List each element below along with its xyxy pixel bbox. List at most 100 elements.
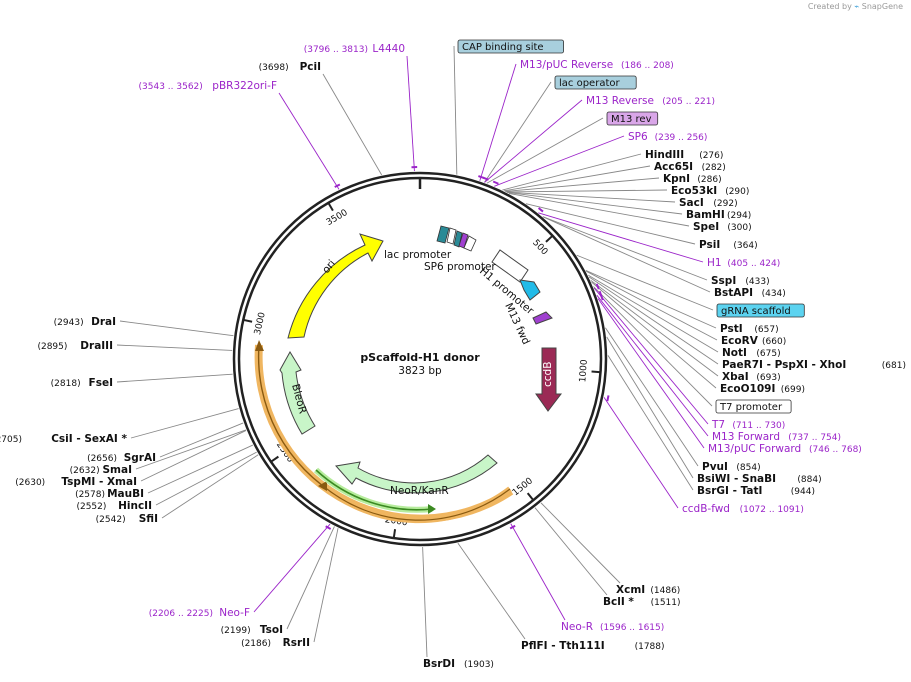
feature-neor-kanr[interactable]: NeoR/KanR [335, 454, 498, 497]
label-position: (1596 .. 1615) [600, 623, 664, 633]
label-position: (2578) [75, 490, 105, 500]
enzyme-psti[interactable]: PstI(657) [720, 323, 779, 335]
enzyme-maubi[interactable]: MauBI(2578) [75, 488, 144, 500]
feature-neo-r[interactable]: Neo-R(1596 .. 1615) [561, 621, 664, 633]
enzyme-saci[interactable]: SacI(292) [679, 197, 738, 209]
tick-1500 [526, 492, 534, 501]
enzyme-paer7i-pspxi-xhoi[interactable]: PaeR7I - PspXI - XhoI(681) [722, 359, 906, 371]
tick-label-3500: 3500 [325, 208, 350, 228]
label-text: M13/pUC Reverse [520, 59, 613, 71]
feature-lac-promoter-cluster[interactable]: lac promoter SP6 promoter [384, 225, 496, 273]
enzyme-tsoi[interactable]: TsoI(2199) [221, 624, 283, 636]
enzyme-rsrii[interactable]: RsrII(2186) [241, 637, 310, 649]
enzyme-sgrai[interactable]: SgrAI(2656) [87, 452, 156, 464]
enzyme-bsrdi[interactable]: BsrDI(1903) [423, 658, 494, 670]
green-primer-arc [313, 467, 436, 514]
label-text: M13/pUC Forward [708, 443, 801, 455]
enzyme-hincii[interactable]: HincII(2552) [76, 500, 152, 512]
enzyme-xbai[interactable]: XbaI(693) [722, 371, 781, 383]
leader-acc65i [503, 165, 651, 192]
enzyme-bamhi[interactable]: BamHI(294) [686, 209, 751, 221]
enzyme-hindiii[interactable]: HindIII(276) [645, 149, 723, 161]
label-position: (699) [781, 385, 805, 395]
box-t7-promoter[interactable]: T7 promoter [715, 399, 792, 414]
feature-neo-f[interactable]: Neo-F(2206 .. 2225) [149, 607, 250, 619]
feature-l4440[interactable]: L4440(3796 .. 3813) [304, 43, 405, 55]
label-sp6-promoter: SP6 promoter [424, 261, 496, 273]
label-ccdb: ccdB [542, 362, 554, 387]
enzyme-acc65i[interactable]: Acc65I(282) [654, 161, 726, 173]
leader-m13-forward [596, 294, 709, 437]
leader-paer7i-pspxi-xhoi [588, 276, 719, 365]
label-text: TsoI [260, 624, 283, 636]
label-text: BamHI [686, 209, 725, 221]
enzyme-xcmi[interactable]: XcmI(1486) [616, 584, 680, 596]
feature-ori[interactable]: ori [287, 233, 384, 339]
feature-bleor[interactable]: BleoR [279, 351, 316, 435]
label-text: BsiWI - SnaBI [697, 473, 776, 485]
label-text: M13 Reverse [586, 95, 654, 107]
enzyme-fsei[interactable]: FseI(2818) [51, 377, 113, 389]
enzyme-bstapi[interactable]: BstAPI(434) [714, 287, 786, 299]
enzyme-drai[interactable]: DraI(2943) [54, 316, 116, 328]
feature-m13-reverse[interactable]: M13 Reverse(205 .. 221) [586, 95, 715, 107]
leader-noti [588, 274, 719, 353]
leader-sp6 [494, 135, 625, 187]
enzyme-sspi[interactable]: SspI(433) [711, 275, 770, 287]
box-cap-binding-site[interactable]: CAP binding site [457, 39, 564, 54]
feature-h1[interactable]: H1(405 .. 424) [707, 257, 780, 269]
label-text: XbaI [722, 371, 749, 383]
enzyme-bcli[interactable]: BclI * (1511) [603, 596, 681, 608]
label-text: RsrII [283, 637, 310, 649]
feature-m13-puc-reverse[interactable]: M13/pUC Reverse(186 .. 208) [520, 59, 674, 71]
label-position: (434) [762, 289, 786, 299]
orange-feature-arc [254, 340, 514, 524]
label-text: TspMI - XmaI [61, 476, 137, 488]
label-text: PciI [300, 61, 321, 73]
enzyme-bsrgi-tati[interactable]: BsrGI - TatI(944) [697, 485, 815, 497]
enzyme-draiii[interactable]: DraIII(2895) [37, 340, 113, 352]
enzyme-pvui[interactable]: PvuI(854) [702, 461, 761, 473]
enzyme-psii[interactable]: PsiI(364) [699, 239, 758, 251]
enzyme-pflfi-tth111i[interactable]: PflFI - Tth111I(1788) [521, 640, 665, 652]
enzyme-bsiwi-snabi[interactable]: BsiWI - SnaBI(884) [697, 473, 822, 485]
enzyme-smai[interactable]: SmaI(2632) [70, 464, 132, 476]
feature-sp6[interactable]: SP6(239 .. 256) [628, 131, 707, 143]
feature-t7[interactable]: T7(711 .. 730) [711, 419, 785, 431]
feature-pbr322ori-f[interactable]: pBR322ori-F(3543 .. 3562) [139, 80, 277, 92]
enzyme-tspmi-xmai[interactable]: TspMI - XmaI(2630) [15, 476, 137, 488]
feature-m13-forward[interactable]: M13 Forward(737 .. 754) [712, 431, 841, 443]
box-lac-operator[interactable]: lac operator [554, 75, 637, 90]
enzyme-spei[interactable]: SpeI(300) [693, 221, 752, 233]
enzyme-sfii[interactable]: SfiI(2542) [96, 513, 158, 525]
enzyme-kpni[interactable]: KpnI (286) [663, 173, 722, 185]
enzyme-pcii[interactable]: PciI(3698) [259, 61, 321, 73]
label-text: BclI * [603, 596, 634, 608]
enzyme-ecoo109i[interactable]: EcoO109I(699) [720, 383, 805, 395]
box-grna-scaffold[interactable]: gRNA scaffold [716, 303, 805, 318]
feature-m13-puc-forward[interactable]: M13/pUC Forward(746 .. 768) [708, 443, 862, 455]
leader-sfii [161, 454, 259, 519]
leader-spei [508, 192, 690, 227]
label-text: HincII [118, 500, 152, 512]
label-position: (2705) [0, 435, 22, 445]
leader-sgrai [159, 422, 244, 458]
label-position: (286) [697, 175, 721, 185]
enzyme-noti[interactable]: NotI(675) [722, 347, 781, 359]
label-position: (1511) [651, 598, 681, 608]
box-m13-rev[interactable]: M13 rev [606, 111, 659, 126]
enzyme-eco53ki[interactable]: Eco53kI(290) [671, 185, 749, 197]
label-text: SacI [679, 197, 704, 209]
leader-m13-puc-reverse [479, 63, 517, 181]
label-text: EcoRV [721, 335, 759, 347]
tick-3000 [244, 319, 253, 323]
leader-grna-scaffold [576, 254, 714, 311]
label-text: PsiI [699, 239, 720, 251]
leader-bsiwi-snabi [606, 336, 694, 479]
label-text: KpnI [663, 173, 690, 185]
enzyme-csii-sexai[interactable]: CsiI - SexAI *(2705) [0, 433, 127, 445]
enzyme-ecorv[interactable]: EcoRV(660) [721, 335, 786, 347]
feature-ccdb[interactable]: ccdB [535, 347, 563, 412]
feature-ccdb-fwd[interactable]: ccdB-fwd(1072 .. 1091) [682, 503, 804, 515]
leader-saci [506, 191, 676, 203]
